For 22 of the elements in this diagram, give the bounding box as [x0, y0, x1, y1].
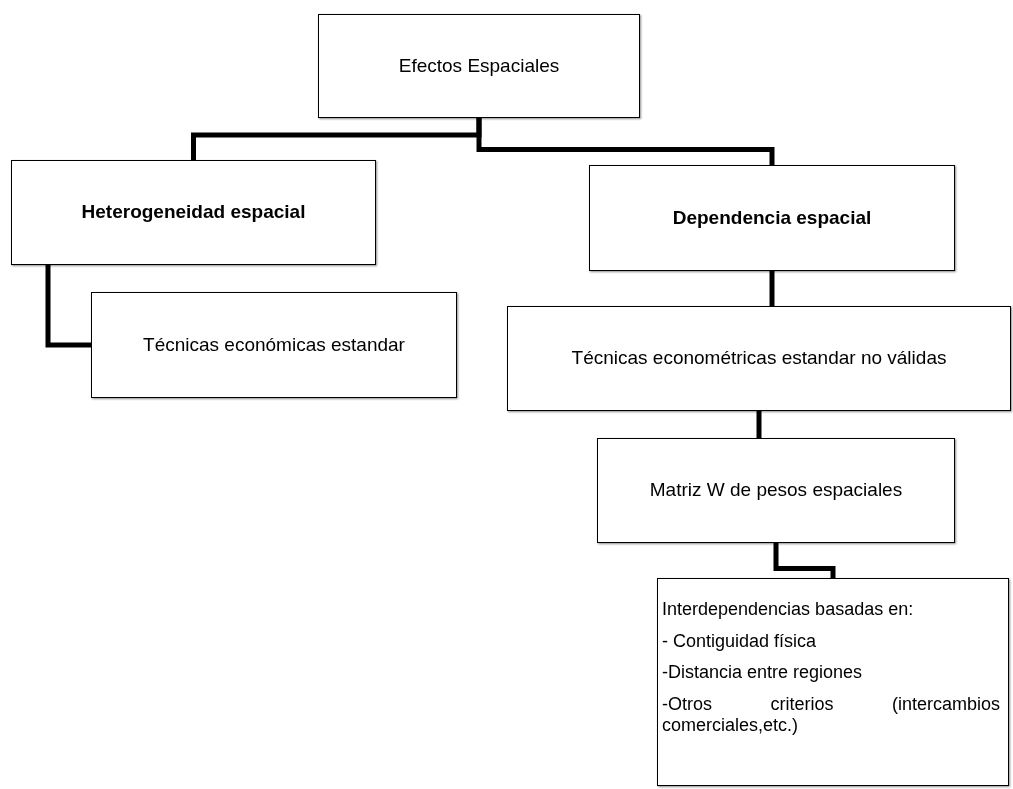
box-label: Dependencia espacial	[672, 206, 872, 230]
connector-line	[769, 271, 775, 306]
box-label: Técnicas económicas estandar	[143, 333, 405, 357]
list-item: - Contiguidad física	[662, 630, 818, 653]
text-box	[597, 438, 955, 543]
box-label: Interdependencias basadas en:	[662, 599, 915, 621]
text-box	[507, 306, 1011, 411]
box-label: Matriz W de pesos espaciales	[649, 479, 903, 502]
text-box	[91, 292, 457, 398]
box-label: Efectos Espaciales	[398, 54, 560, 78]
list-item: -Distancia entre regiones	[662, 662, 864, 684]
text-box	[589, 165, 955, 271]
text-box	[318, 14, 640, 118]
connector-line	[756, 411, 762, 438]
connector-line	[476, 118, 775, 165]
connector-line	[45, 265, 91, 348]
box-label: Heterogeneidad espacial	[81, 201, 306, 224]
list-item: -Otros criterios (intercambios comerciales,etc.)	[662, 693, 1000, 737]
connector-line	[773, 543, 836, 578]
box-label: Técnicas econométricas estandar no válidas	[571, 347, 947, 370]
text-box	[657, 578, 1009, 786]
text-box	[11, 160, 376, 265]
